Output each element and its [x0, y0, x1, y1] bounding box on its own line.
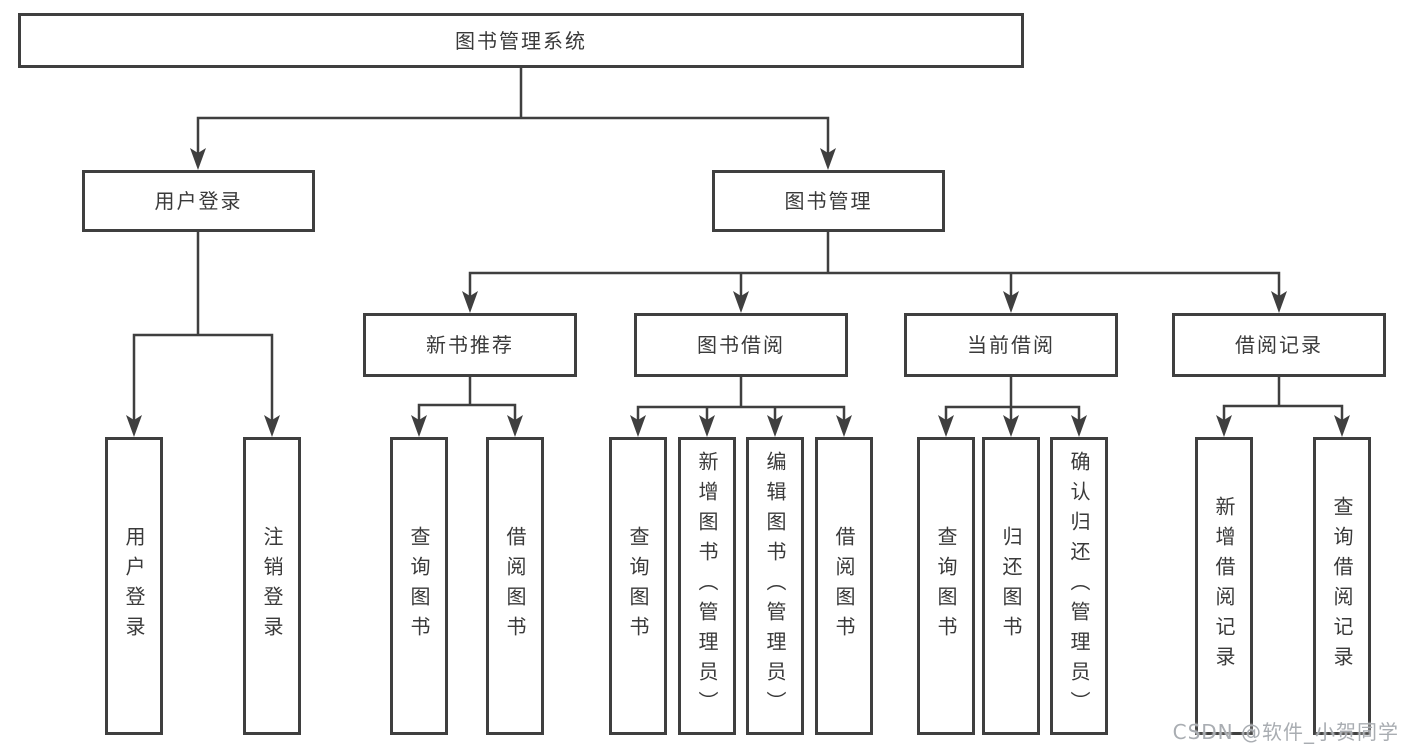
leaf-current-return: 归还图书 [982, 437, 1040, 735]
node-borrow-records: 借阅记录 [1172, 313, 1386, 377]
connector-book-mgmt-to-level3 [462, 232, 1287, 313]
leaf-records-query: 查询借阅记录 [1313, 437, 1371, 735]
node-current-borrow: 当前借阅 [904, 313, 1118, 377]
node-book-mgmt: 图书管理 [712, 170, 945, 232]
connector-user-login-to-leaves [126, 232, 280, 437]
node-user-login: 用户登录 [82, 170, 315, 232]
leaf-bookborrow-query: 查询图书 [609, 437, 667, 735]
leaf-user-login: 用户登录 [105, 437, 163, 735]
watermark: CSDN @软件_小贺同学 [1172, 720, 1399, 744]
leaf-bookborrow-edit-admin: 编辑图书（管理员） [746, 437, 804, 735]
leaf-newbooks-query: 查询图书 [390, 437, 448, 735]
node-book-borrow: 图书借阅 [634, 313, 848, 377]
leaf-newbooks-borrow: 借阅图书 [486, 437, 544, 735]
node-root: 图书管理系统 [18, 13, 1024, 68]
connector-current-borrow-to-leaves [938, 377, 1087, 437]
leaf-bookborrow-borrow: 借阅图书 [815, 437, 873, 735]
connector-borrow-records-to-leaves [1216, 377, 1350, 437]
leaf-logout: 注销登录 [243, 437, 301, 735]
connector-root-to-level2 [190, 68, 836, 170]
node-new-books: 新书推荐 [363, 313, 577, 377]
leaf-current-confirm-admin: 确认归还（管理员） [1050, 437, 1108, 735]
leaf-bookborrow-add-admin: 新增图书（管理员） [678, 437, 736, 735]
connector-new-books-to-leaves [411, 377, 523, 437]
leaf-records-add: 新增借阅记录 [1195, 437, 1253, 735]
connector-book-borrow-to-leaves [630, 377, 852, 437]
leaf-current-query: 查询图书 [917, 437, 975, 735]
